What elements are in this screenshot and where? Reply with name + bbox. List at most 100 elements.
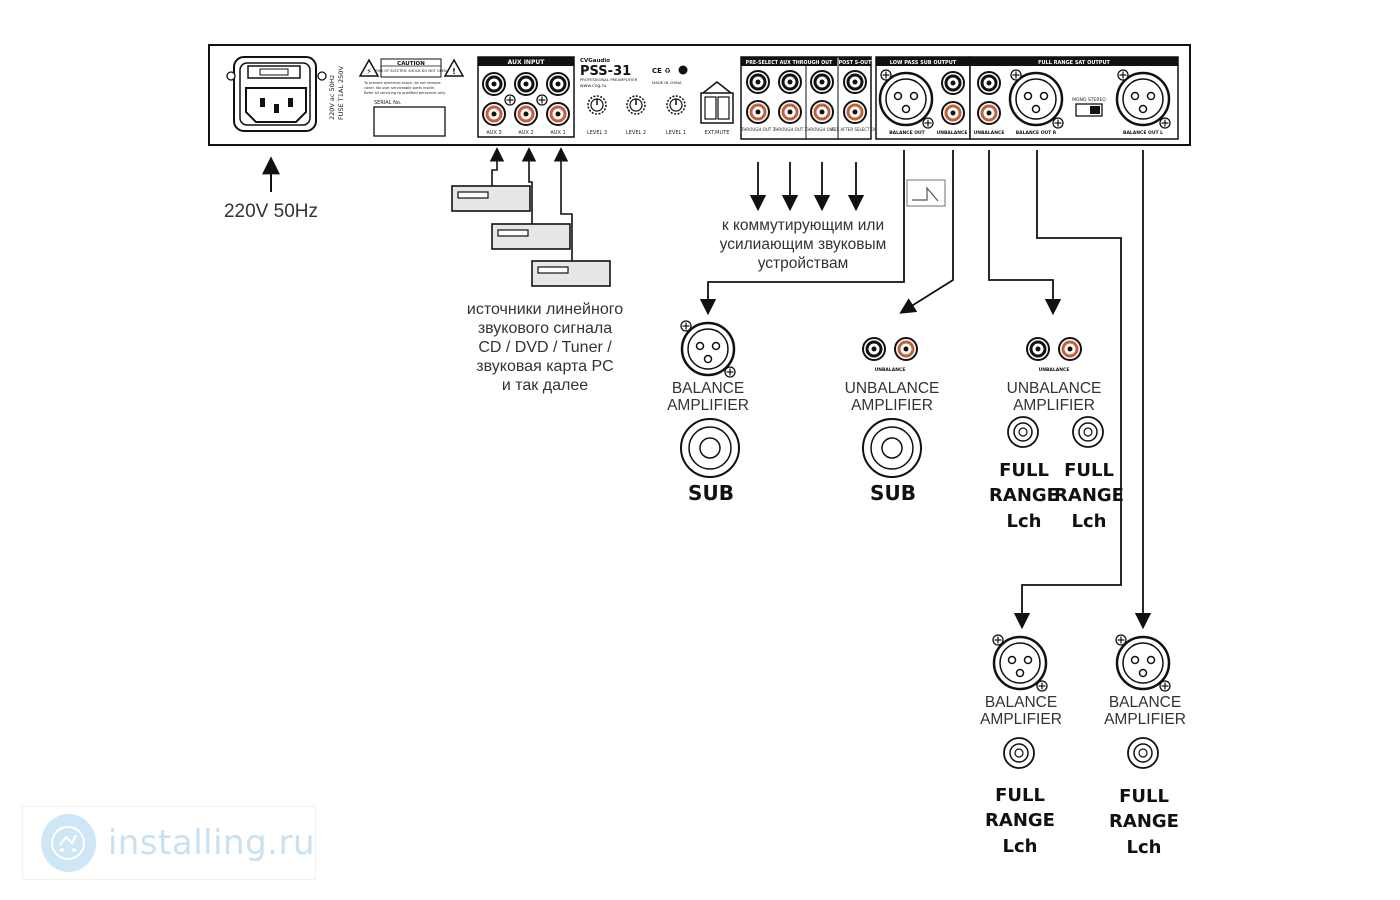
- fullrange-block: FULL RANGE SAT OUTPUT UNBALANCE BALANCE …: [969, 56, 1179, 140]
- certification-icon: [678, 65, 688, 75]
- caution-text-1: To prevent electrical shock, do not remo…: [363, 81, 441, 85]
- amp-title-line-2: AMPLIFIER: [1104, 711, 1186, 728]
- through-out-arrows: к коммутирующим или усилиающим звуковым …: [720, 162, 887, 272]
- amp-title-line-2: AMPLIFIER: [667, 397, 749, 414]
- speaker-line-3: Lch: [1003, 836, 1038, 857]
- power-label: 220V 50Hz: [224, 201, 318, 222]
- ext-mute-label: EXT.MUTE: [705, 130, 730, 136]
- speaker-line-1: FULL: [1119, 786, 1169, 807]
- made-in: MADE IN CHINA: [652, 80, 682, 85]
- caution-text-3: Refer all servicing to qualified personn…: [364, 91, 446, 95]
- svg-text:⚡: ⚡: [366, 67, 372, 76]
- connection-lines: [699, 150, 1152, 630]
- fuse-label-1: 220V ac 50Hz: [328, 74, 336, 120]
- speaker-icon: [862, 418, 922, 478]
- level-3-label: LEVEL 3: [587, 130, 607, 136]
- svg-text:CE ♻: CE ♻: [652, 67, 671, 75]
- sub-balance-amplifier: BALANCE AMPLIFIER SUB: [667, 320, 749, 505]
- through-dest-line-1: к коммутирующим или: [722, 217, 884, 234]
- through-dest-line-3: устройствам: [758, 255, 849, 272]
- unbalance-tag: UNBALANCE: [1039, 367, 1070, 373]
- source-device-1: [451, 185, 531, 212]
- speaker-right-line-1: FULL: [1064, 460, 1114, 481]
- fuse-label-2: FUSE T1AL 250V: [337, 66, 345, 120]
- speaker-left-line-2: RANGE: [989, 485, 1059, 506]
- rear-panel: 220V ac 50Hz FUSE T1AL 250V ⚡ ! CAUTION …: [208, 44, 1191, 146]
- model-name: PSS-31: [580, 64, 631, 79]
- speaker-line-2: RANGE: [985, 810, 1055, 831]
- amp-title-line-1: BALANCE: [672, 380, 744, 397]
- sub-unbalance-amplifier: UNBALANCE UNBALANCE AMPLIFIER SUB: [845, 336, 940, 505]
- amp-title-line-1: BALANCE: [985, 694, 1057, 711]
- amp-title-line-1: UNBALANCE: [1007, 380, 1102, 397]
- watermark: installing.ru: [22, 806, 316, 880]
- sources-line-2: звукового сигнала: [478, 320, 612, 337]
- level-block: CVGaudio PSS-31 PROFESSIONAL PREAMPLIFIE…: [580, 58, 688, 136]
- through-out-1-label: THROUGH OUT 1: [804, 127, 839, 132]
- aux-after-select-label: AUX AFTER SELECT OUT: [831, 127, 880, 132]
- serial-label: SERIAL No.: [374, 100, 402, 106]
- full-unbalance-amplifier: UNBALANCE UNBALANCE AMPLIFIER FULL RANGE…: [989, 336, 1124, 532]
- svg-text:!: !: [452, 67, 456, 76]
- lowpass-block: LOW PASS SUB OUTPUT BALANCE OUT UNBALANC…: [875, 56, 971, 140]
- speaker-label: SUB: [870, 481, 916, 505]
- amp-title-line-2: AMPLIFIER: [980, 711, 1062, 728]
- aux-2-label: AUX 2: [518, 130, 533, 136]
- caution-block: ⚡ ! CAUTION RISK OF ELECTRIC SHOCK DO NO…: [358, 58, 465, 137]
- caution-sub: RISK OF ELECTRIC SHOCK DO NOT OPEN: [375, 69, 447, 73]
- watermark-text: installing.ru: [107, 823, 315, 863]
- website: www.cvg.ru: [580, 83, 606, 89]
- mono-stereo-label: MONO STEREO: [1072, 97, 1106, 103]
- warning-triangle-icon: [358, 58, 380, 77]
- speaker-line-2: RANGE: [1109, 811, 1179, 832]
- aux-input-title: AUX INPUT: [508, 59, 546, 66]
- full-balance-amplifier-2: BALANCE AMPLIFIER FULL RANGE Lch: [1104, 634, 1186, 858]
- caution-text-2: cover. No user serviceable parts inside.: [364, 86, 435, 90]
- speaker-line-1: FULL: [995, 785, 1045, 806]
- ext-mute-block: EXT.MUTE: [700, 81, 734, 136]
- preselect-title: PRE-SELECT AUX THROUGH OUT: [746, 60, 833, 66]
- balance-out-l-label: BALANCE OUT L: [1123, 130, 1163, 136]
- through-out-block: PRE-SELECT AUX THROUGH OUT POST S-OUT TH…: [740, 56, 880, 140]
- aux-3-label: AUX 3: [486, 130, 501, 136]
- power-inlet: 220V ac 50Hz FUSE T1AL 250V: [226, 56, 345, 132]
- level-2-label: LEVEL 2: [626, 130, 646, 136]
- amp-title-line-1: BALANCE: [1109, 694, 1181, 711]
- balance-out-label: BALANCE OUT: [889, 130, 925, 136]
- unbalance-label: UNBALANCE: [937, 130, 968, 136]
- speaker-icon: [1003, 737, 1035, 769]
- fullrange-title: FULL RANGE SAT OUTPUT: [1038, 60, 1110, 66]
- source-device-2: [491, 223, 571, 250]
- model-subtitle: PROFESSIONAL PREAMPLIFIER: [580, 77, 638, 82]
- aux-input-block: AUX INPUT AUX 3 AUX 2 AUX 1: [477, 56, 575, 138]
- speaker-line-3: Lch: [1127, 837, 1162, 858]
- watermark-logo-icon: [41, 814, 96, 872]
- speaker-icon: [680, 418, 740, 478]
- full-balance-amplifier-1: BALANCE AMPLIFIER FULL RANGE Lch: [980, 634, 1062, 857]
- lowpass-filter-icon: [906, 179, 946, 207]
- sources-line-4: звуковая карта PC: [476, 358, 613, 375]
- caution-title: CAUTION: [397, 61, 425, 67]
- post-title: POST S-OUT: [839, 60, 872, 66]
- speaker-label: SUB: [688, 481, 734, 505]
- amp-title-line-2: AMPLIFIER: [851, 397, 933, 414]
- speaker-icon: [1072, 416, 1104, 448]
- through-dest-line-2: усилиающим звуковым: [720, 236, 887, 253]
- aux-1-label: AUX 1: [550, 130, 565, 136]
- amp-title-line-1: UNBALANCE: [845, 380, 940, 397]
- amp-title-line-2: AMPLIFIER: [1013, 397, 1095, 414]
- warning-triangle-icon: [443, 58, 465, 77]
- brand-name: CVGaudio: [580, 58, 610, 64]
- sources-line-1: источники линейного: [467, 301, 623, 318]
- power-connection: 220V 50Hz: [224, 156, 318, 222]
- source-devices: источники линейного звукового сигнала CD…: [451, 147, 623, 394]
- speaker-right-line-2: RANGE: [1054, 485, 1124, 506]
- balance-out-r-label: BALANCE OUT R: [1016, 130, 1057, 136]
- through-out-2-label: THROUGH OUT 2: [772, 127, 807, 132]
- speaker-left-line-1: FULL: [999, 460, 1049, 481]
- sources-line-5: и так далее: [502, 377, 588, 394]
- speaker-left-line-3: Lch: [1007, 511, 1042, 532]
- source-device-3: [531, 260, 611, 287]
- lowpass-title: LOW PASS SUB OUTPUT: [890, 60, 957, 66]
